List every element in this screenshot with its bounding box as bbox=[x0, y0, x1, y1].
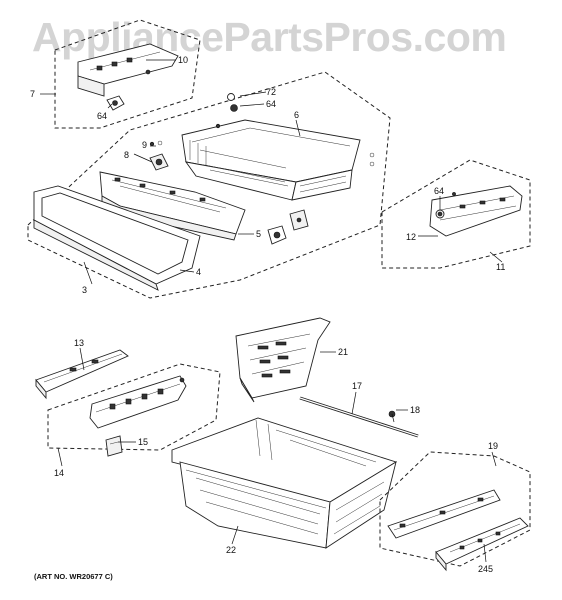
callout-11: 11 bbox=[496, 262, 505, 272]
callout-64b: 64 bbox=[266, 99, 276, 109]
callout-7: 7 bbox=[30, 89, 35, 99]
callout-19: 19 bbox=[488, 441, 498, 451]
part-19-slide-rail bbox=[387, 489, 501, 539]
part-9-pin bbox=[157, 140, 163, 146]
part-4-drawer-front bbox=[33, 185, 201, 291]
part-245-slide-cover bbox=[435, 517, 529, 572]
callout-72: 72 bbox=[266, 87, 276, 97]
part-64-knob-right bbox=[435, 192, 456, 219]
callout-15: 15 bbox=[138, 437, 148, 447]
part-screw-2 bbox=[149, 141, 155, 147]
part-14-slide-assembly bbox=[89, 375, 187, 429]
part-5-front-frame bbox=[99, 171, 246, 241]
callout-64a: 64 bbox=[97, 111, 107, 121]
part-6-drawer-basket bbox=[181, 119, 361, 201]
callout-14: 14 bbox=[54, 468, 64, 478]
assembly-group-3-outline bbox=[27, 71, 391, 299]
part-64-knob-top bbox=[106, 95, 125, 111]
part-screw bbox=[215, 123, 221, 129]
callout-3: 3 bbox=[82, 285, 87, 295]
callout-labels: 10 7 64 72 64 6 9 8 5 4 3 64 12 11 13 21… bbox=[30, 55, 505, 574]
part-64-knob-mid bbox=[230, 104, 238, 112]
callout-12: 12 bbox=[406, 232, 416, 242]
part-10-rail bbox=[77, 43, 179, 97]
part-glide-right bbox=[267, 152, 375, 245]
part-8-roller bbox=[149, 153, 169, 171]
part-13-slide-rail bbox=[35, 349, 129, 400]
assembly-group-19-outline bbox=[379, 451, 531, 567]
callout-5: 5 bbox=[256, 229, 261, 239]
part-15-clip bbox=[105, 435, 123, 457]
callout-4: 4 bbox=[196, 267, 201, 277]
callout-22: 22 bbox=[226, 545, 236, 555]
callout-9: 9 bbox=[142, 140, 147, 150]
assembly-group-11-outline bbox=[381, 159, 531, 269]
watermark-logo: AppliancePartsPros.com bbox=[32, 14, 507, 60]
assembly-group-7-outline bbox=[54, 19, 201, 129]
callout-6: 6 bbox=[294, 110, 299, 120]
leader-lines bbox=[40, 59, 503, 563]
callout-245: 245 bbox=[478, 564, 493, 574]
callout-13: 13 bbox=[74, 338, 84, 348]
callout-64c: 64 bbox=[434, 186, 444, 196]
part-22-lower-basket bbox=[171, 417, 398, 549]
part-12-rail bbox=[429, 185, 523, 237]
part-21-divider bbox=[235, 317, 331, 403]
callout-10: 10 bbox=[178, 55, 188, 65]
callout-21: 21 bbox=[338, 347, 348, 357]
part-72-clip bbox=[227, 93, 235, 101]
part-18-screw bbox=[388, 410, 396, 423]
callout-18: 18 bbox=[410, 405, 420, 415]
art-number: (ART NO. WR20677 C) bbox=[34, 572, 113, 581]
part-17-rod bbox=[299, 396, 419, 438]
callout-8: 8 bbox=[124, 150, 129, 160]
callout-17: 17 bbox=[352, 381, 362, 391]
